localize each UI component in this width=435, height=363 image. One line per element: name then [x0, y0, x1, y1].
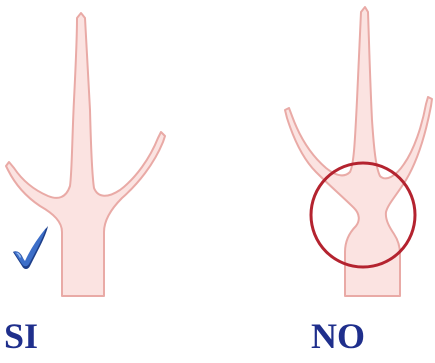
label-no: NO — [311, 318, 365, 354]
incorrect-branch-outline — [285, 7, 432, 296]
checkmark-icon — [13, 226, 48, 269]
incorrect-branch-shape — [285, 7, 432, 296]
label-si: SI — [4, 318, 38, 354]
